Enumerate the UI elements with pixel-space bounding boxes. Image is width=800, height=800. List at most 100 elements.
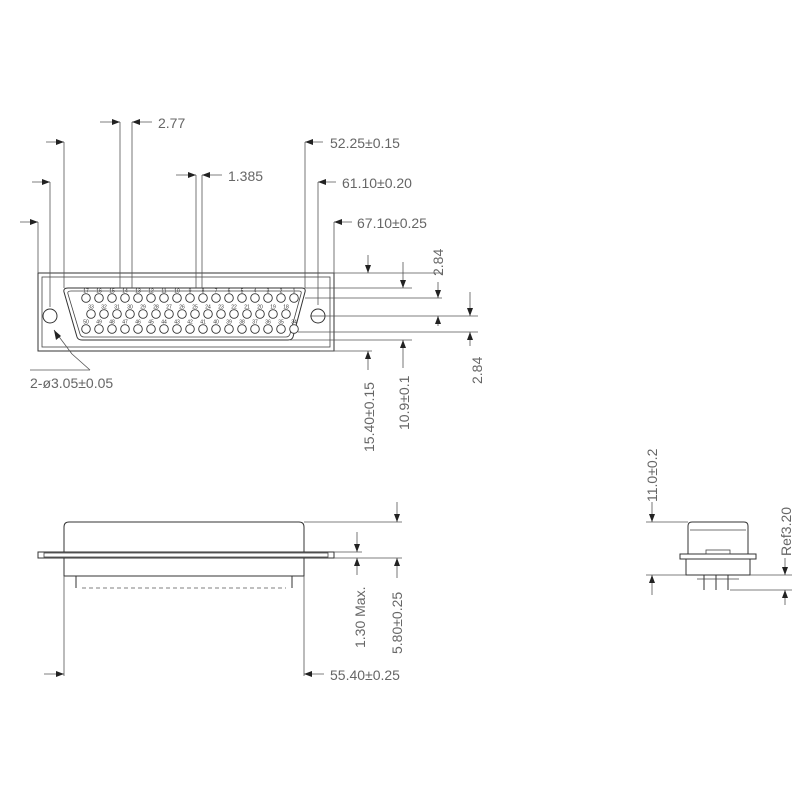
pin-number: 46 [135,320,141,326]
pin-number: 41 [200,320,206,326]
pin-contact [81,324,91,334]
arrow [649,514,655,522]
dim-label-overall-length: 55.40±0.25 [330,667,400,683]
pin-contact [151,309,161,319]
end-view: 11.0±0.2 Ref3.20 [644,448,794,605]
arrow [365,351,371,359]
pin-number: 29 [140,305,146,311]
pin-number: 5 [241,289,244,295]
pin-number: 33 [88,305,94,311]
arrow [305,139,313,145]
pin-contact [146,324,156,334]
arrow [467,308,473,316]
pin-number: 26 [179,305,185,311]
dim-label-flange-thickness: 1.30 Max. [352,587,368,648]
pin-contact [159,324,169,334]
arrow [112,119,120,125]
pin-contact [86,309,96,319]
pin-number: 3 [267,289,270,295]
dim-label-overall-width: 67.10±0.25 [357,215,427,231]
dim-label-end-ref: Ref3.20 [778,507,794,556]
arrow [304,671,312,677]
end-body [687,521,749,554]
arrow [334,219,342,225]
pin-contact [190,309,200,319]
pin-contact [120,293,130,303]
arrow [56,671,64,677]
pin-contact [177,309,187,319]
dim-label-pitch: 2.77 [158,115,185,131]
arrow [202,172,210,178]
arrow [132,119,140,125]
pin-contact [185,293,195,303]
side-view: 1.30 Max. 5.80±0.25 55.40±0.25 [37,502,405,683]
pin-contact [198,324,208,334]
pin-number: 34 [291,320,297,326]
pin-number: 6 [228,289,231,295]
side-body-rear [63,557,305,577]
pin-number: 32 [101,305,107,311]
arrow [400,280,406,288]
end-flange-tab [705,549,731,555]
pin-contact [94,324,104,334]
front-shell-inner [41,276,331,348]
pin-contact [229,309,239,319]
pin-number: 1 [293,289,296,295]
pin-number: 47 [122,320,128,326]
pin-number: 19 [270,305,276,311]
pin-contact [133,293,143,303]
pin-contact [107,293,117,303]
arrow [394,514,400,522]
pin-number: 27 [166,305,172,311]
pin-contact [198,293,208,303]
d-sub-face [63,287,306,341]
arrow [400,340,406,348]
dim-label-mount-hole: 2-ø3.05±0.05 [30,375,113,391]
pin-contact [289,293,299,303]
arrow [354,558,360,566]
arrow [394,558,400,566]
arrow [188,172,196,178]
pin-contact [138,309,148,319]
pin-number: 22 [231,305,237,311]
pin-contact [211,324,221,334]
arrow [782,590,788,598]
pin-number: 2 [280,289,283,295]
pin-number: 11 [161,289,166,295]
pin-contact [133,324,143,334]
pin-number: 50 [83,320,89,326]
pin-contact [216,309,226,319]
pin-number: 45 [148,320,154,326]
pin-contact [94,293,104,303]
pin-contact [185,324,195,334]
arrow [649,575,655,583]
pin-contact [281,309,291,319]
pin-number: 9 [189,289,192,295]
pin-number: 4 [254,289,257,295]
dim-label-pin-span: 52.25±0.15 [330,135,400,151]
dim-label-hole-span: 61.10±0.20 [342,175,412,191]
pin-number: 28 [153,305,159,311]
pin-contact [146,293,156,303]
pin-contact [81,293,91,303]
arrow [782,567,788,575]
dim-label-row-offset-bottom: 2.84 [469,357,485,384]
pin-number: 25 [192,305,198,311]
pin-number: 42 [187,320,193,326]
d-sub-face-inner [67,290,302,338]
pin-contact [172,293,182,303]
pin-contact [289,324,299,334]
pin-contact [276,293,286,303]
pin-number: 35 [278,320,284,326]
pin-number: 14 [122,289,128,295]
pin-number: 16 [96,289,102,295]
side-flange-inner [43,552,329,558]
front-shell-outline [37,272,335,352]
dim-label-row-offset-top: 2.84 [430,249,446,276]
arrow [365,265,371,273]
pin-contact [164,309,174,319]
pin-number: 44 [161,320,167,326]
arrow [30,219,38,225]
